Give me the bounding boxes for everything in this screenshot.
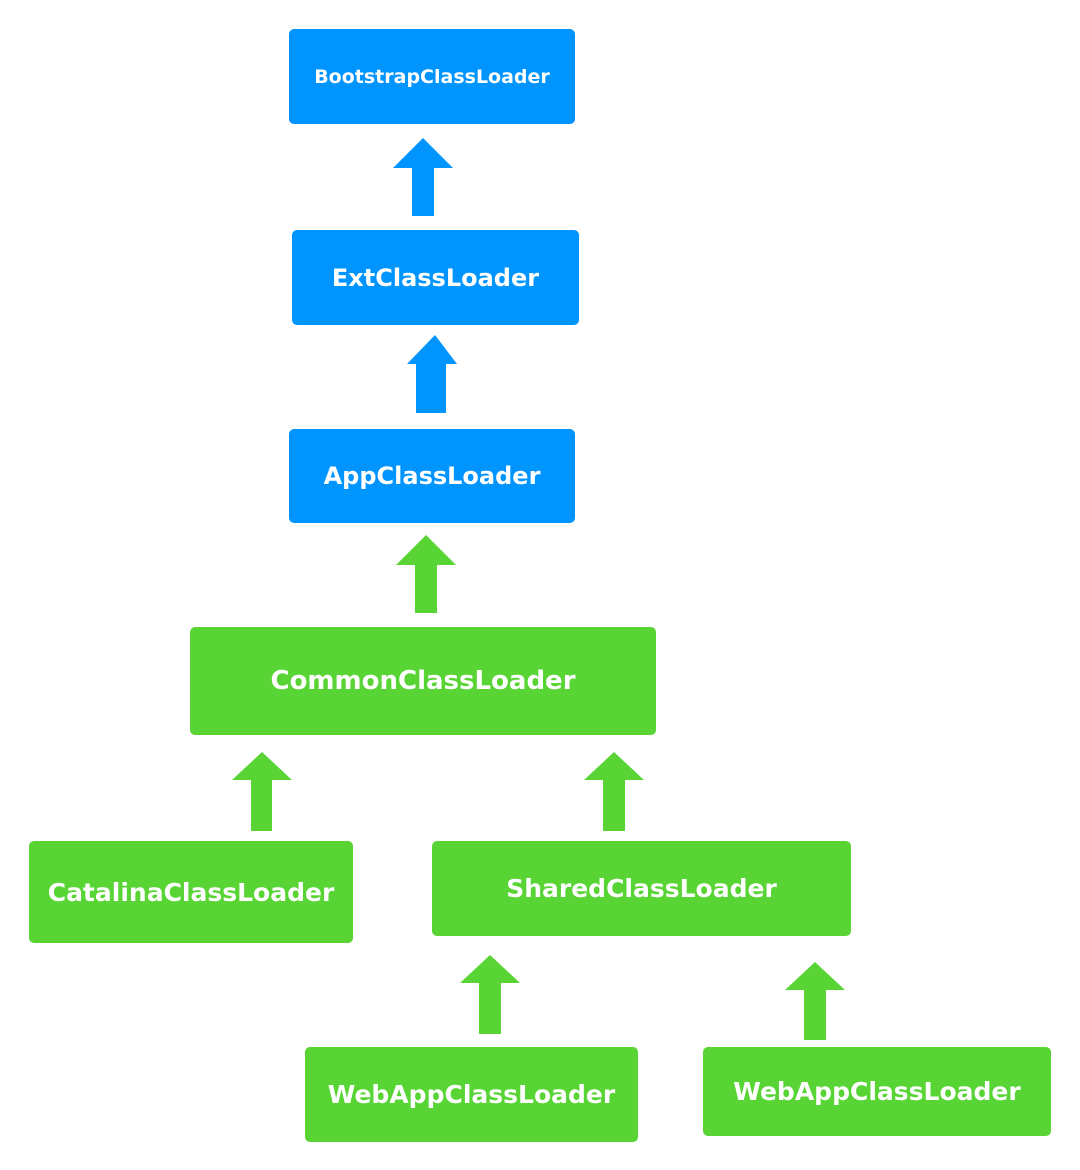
bootstrap-classloader-label: BootstrapClassLoader: [314, 65, 550, 88]
arrow-webapp2-to-shared: [785, 962, 845, 1040]
webapp-classloader-label: WebAppClassLoader: [327, 1080, 616, 1109]
bootstrap-classloader-node: BootstrapClassLoader: [289, 29, 575, 124]
common-classloader-node: CommonClassLoader: [190, 627, 656, 735]
shared-classloader-label: SharedClassLoader: [506, 874, 777, 903]
ext-classloader-node: ExtClassLoader: [292, 230, 579, 325]
arrow-app-to-ext: [407, 335, 457, 413]
app-classloader-node: AppClassLoader: [289, 429, 575, 523]
webapp-classloader-node-1: WebAppClassLoader: [305, 1047, 638, 1142]
common-classloader-label: CommonClassLoader: [270, 666, 576, 696]
webapp-classloader-label: WebAppClassLoader: [733, 1077, 1021, 1106]
arrow-shared-to-common: [584, 752, 644, 831]
arrow-ext-to-bootstrap: [393, 138, 453, 216]
webapp-classloader-node-2: WebAppClassLoader: [703, 1047, 1051, 1136]
app-classloader-label: AppClassLoader: [323, 462, 541, 490]
shared-classloader-node: SharedClassLoader: [432, 841, 851, 936]
arrow-catalina-to-common: [232, 752, 292, 831]
catalina-classloader-label: CatalinaClassLoader: [47, 877, 335, 907]
catalina-classloader-node: CatalinaClassLoader: [29, 841, 353, 943]
arrow-webapp1-to-shared: [460, 955, 520, 1034]
ext-classloader-label: ExtClassLoader: [331, 263, 540, 292]
arrow-common-to-app: [396, 535, 456, 613]
